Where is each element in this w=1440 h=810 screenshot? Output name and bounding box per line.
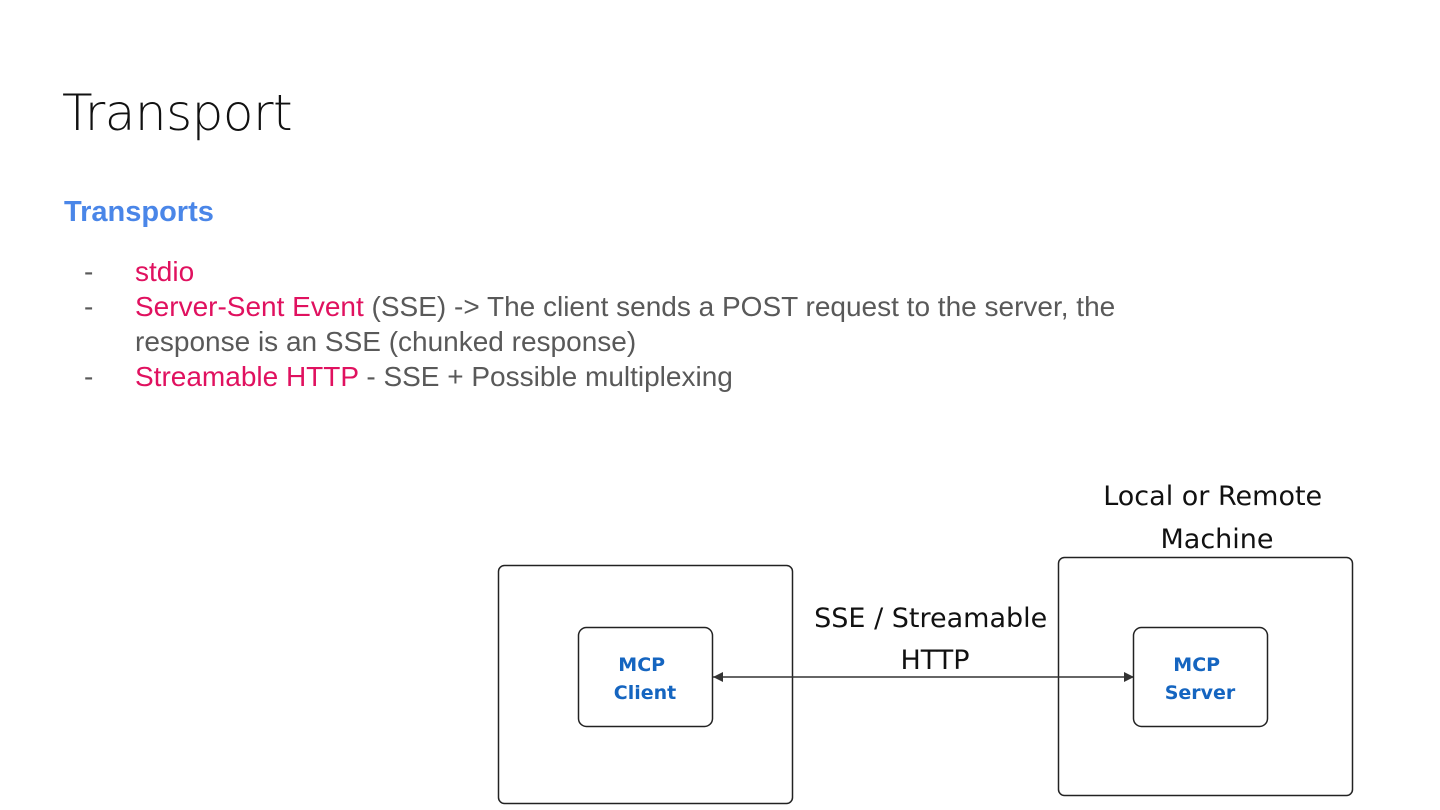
term-stdio: stdio — [135, 256, 195, 287]
bullet-dash: - — [84, 361, 94, 392]
term-streamable-http: Streamable HTTP — [135, 361, 359, 392]
bullet-dash: - — [84, 291, 94, 322]
list-item-sse: - Server-Sent Event (SSE) -> The client s… — [84, 289, 1204, 359]
section-heading: Transports — [64, 196, 214, 228]
transport-list: - stdio - Server-Sent Event (SSE) -> The c… — [84, 254, 1204, 394]
slide-title: Transport — [62, 84, 293, 142]
mcp-server-box — [1132, 626, 1269, 728]
client-host-box — [497, 564, 794, 805]
bullet-dash: - — [84, 256, 94, 287]
list-item-streamable-http: - Streamable HTTP - SSE + Possible multip… — [84, 359, 1204, 394]
term-sse: Server-Sent Event — [135, 291, 364, 322]
description-sse: (SSE) -> The client sends a POST request… — [135, 291, 1116, 357]
mcp-client-label: MCP Client — [614, 654, 676, 704]
mcp-client-box — [577, 626, 714, 728]
machine-label: Local or Remote Machine — [1103, 481, 1331, 555]
description-streamable-http: - SSE + Possible multiplexing — [358, 361, 733, 392]
mcp-server-label: MCP Server — [1165, 654, 1236, 704]
list-item-stdio: - stdio — [84, 254, 1204, 289]
connection-label: SSE / Streamable HTTP — [814, 603, 1056, 676]
